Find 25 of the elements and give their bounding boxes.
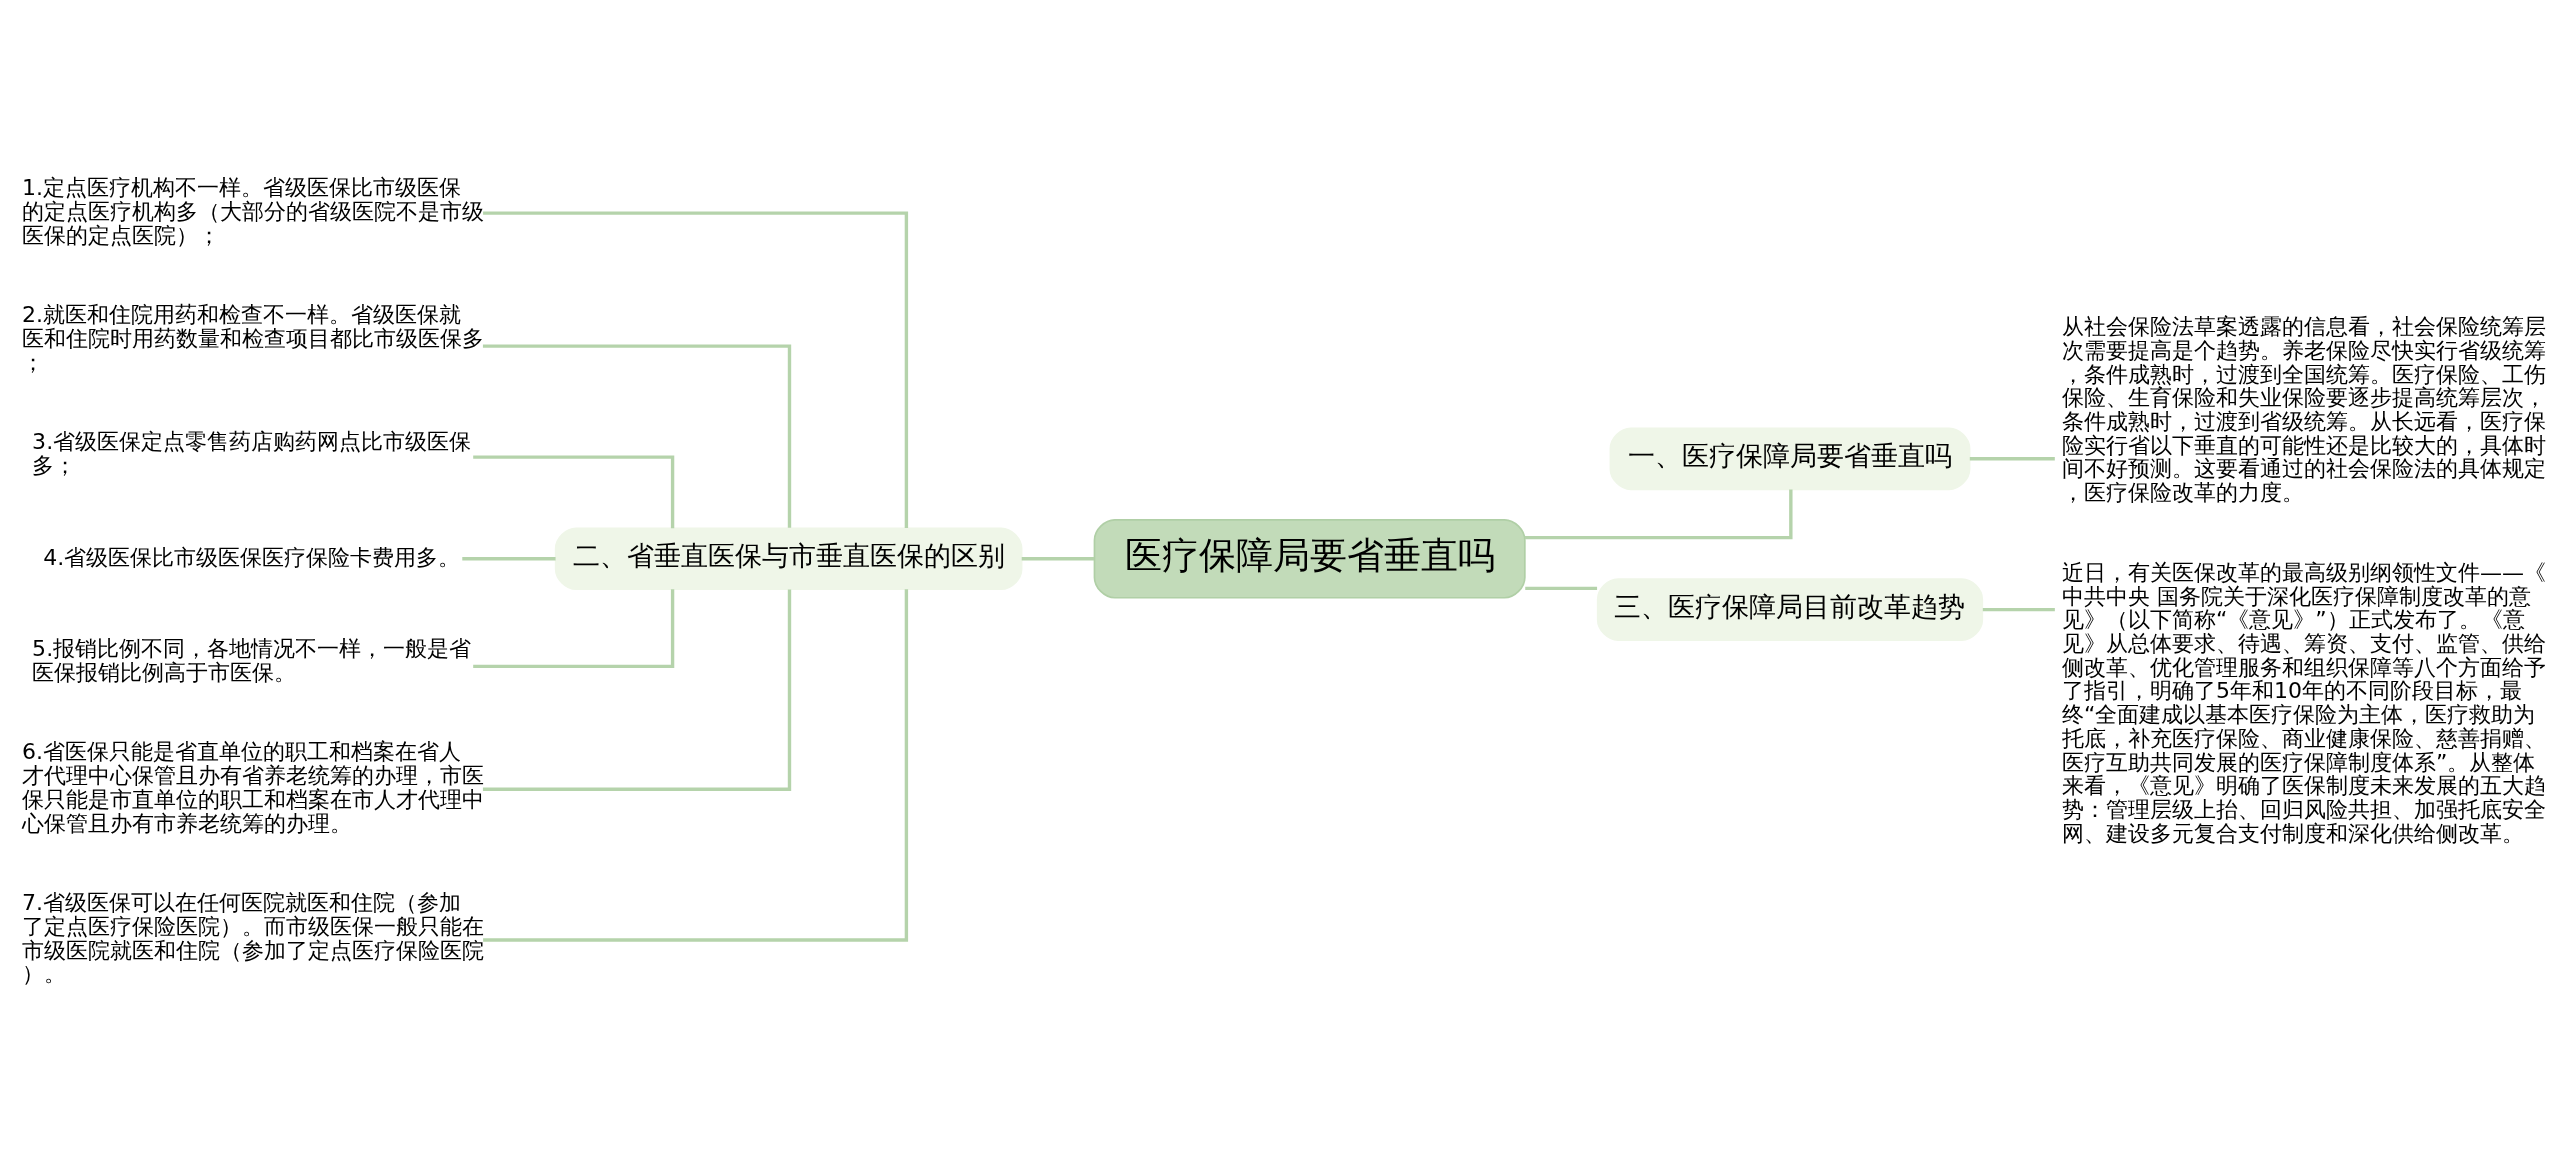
connector	[1969, 457, 2055, 461]
node-text: 1.定点医疗机构不一样。省级医保比市级医保的定点医疗机构多（大部分的省级医院不是市级医保的定点医院）；	[21, 175, 484, 248]
node-box: 一、医疗保障局要省垂直吗	[1609, 427, 1971, 491]
node-text: 2.就医和住院用药和检查不一样。省级医保就医和住院时用药数量和检查项目都比市级医保多；	[21, 302, 484, 375]
connector	[473, 455, 675, 529]
connector	[1525, 586, 1598, 591]
node-text: 6.省医保只能是省直单位的职工和档案在省人才代理中心保管且办有省养老统筹的办理，市医保只能是市直单位的职工和档案在市人才代理中心保管且办有市养老统筹的办理。	[21, 739, 484, 836]
connector	[1524, 489, 1793, 540]
connector	[473, 589, 675, 669]
node-text: 从社会保险法草案透露的信息看，社会保险统筹层次需要提高是个趋势。养老保险尽快实行省级统筹，条件成熟时，过渡到全国统筹。医疗保险、工伤保险、生育保险和失业保险要逐步提高统筹层次，条件成熟时，过渡到省级统筹。从长远看，医疗保险实行省以下垂直的可能性还是比较大的，具体时间不好预测。这要看通过的社会保险法的具体规定，医疗保险改革的力度。	[2061, 314, 2546, 506]
node-box: 医疗保障局要省垂直吗	[1093, 518, 1526, 599]
node-text: 5.报销比例不同，各地情况不一样，一般是省医保报销比例高于市医保。	[32, 636, 472, 685]
connector	[482, 344, 792, 528]
connector	[483, 211, 909, 529]
connector	[483, 589, 909, 942]
connector	[1982, 607, 2055, 612]
node-text: 3.省级医保定点零售药店购药网点比市级医保多；	[32, 429, 472, 479]
node-box: 二、省垂直医保与市垂直医保的区别	[554, 527, 1023, 591]
connector	[482, 589, 792, 791]
connector	[1021, 557, 1095, 561]
node-box: 三、医疗保障局目前改革趋势	[1596, 578, 1984, 641]
node-text: 7.省级医保可以在任何医院就医和住院（参加了定点医疗保险医院）。而市级医保一般只能在市级医院就医和住院（参加了定点医疗保险医院）。	[21, 890, 484, 987]
connector	[462, 557, 556, 561]
node-text: 4.省级医保比市级医保医疗保险卡费用多。	[43, 544, 461, 570]
node-text: 近日，有关医保改革的最高级别纲领性文件——《中共中央 国务院关于深化医疗保障制度改革的意见》（以下简称“《意见》”）正式发布了。《意见》从总体要求、待遇、筹资、支付、监管、供给侧改革、优化管理服务和组织保障等八个方面给予了指引，明确了5年和10年的不同阶段目标，最终“全面建成以基本医疗保险为主体，医疗救助为托底，补充医疗保险、商业健康保险、慈善捐赠、医疗互助共同发展的医疗保障制度体系”。从整体来看，《意见》明确了医保制度未来发展的五大趋势：管理层级上抬、回归风险共担、加强托底安全网、建设多元复合支付制度和深化供给侧改革。	[2061, 559, 2546, 846]
